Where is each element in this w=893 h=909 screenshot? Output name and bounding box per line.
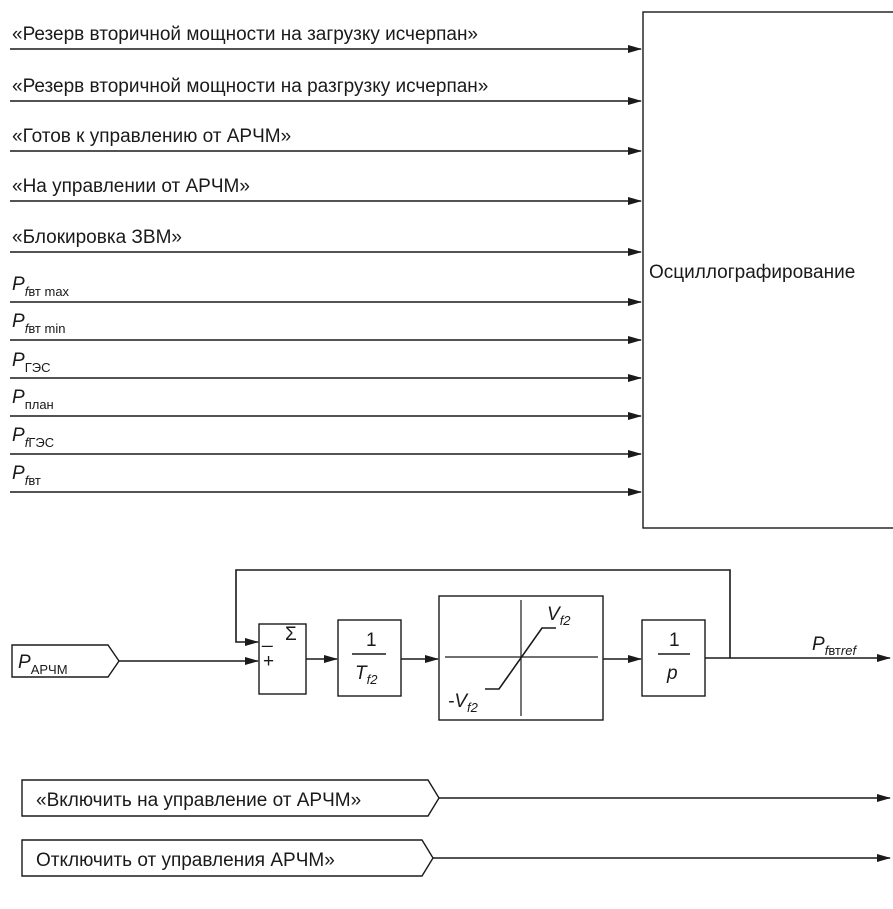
gain-block: [337, 619, 402, 697]
integrator-block: [641, 619, 706, 697]
input-label: «Резерв вторичной мощности на разгрузку …: [12, 76, 488, 97]
input-signal: Pfвт min: [10, 311, 642, 344]
summator-minus: _: [261, 627, 273, 648]
input-signal: Pfвт: [10, 463, 642, 496]
input-signal: Pfвт max: [10, 274, 642, 306]
gain-denominator: Tf2: [355, 663, 378, 687]
input-signal: «Блокировка ЗВМ»: [10, 227, 642, 256]
input-terminal-label: PАРЧМ: [18, 652, 68, 677]
input-label: PfГЭС: [12, 425, 54, 450]
integrator-denominator: p: [666, 663, 678, 684]
command-enable-terminal: [21, 779, 440, 817]
input-signal: «Резерв вторичной мощности на загрузку и…: [10, 24, 642, 53]
input-label: «Резерв вторичной мощности на загрузку и…: [12, 24, 478, 45]
input-signal: «На управлении от АРЧМ»: [10, 176, 642, 205]
command-label: «Включить на управление от АРЧМ»: [36, 790, 361, 811]
command-disable-terminal: [21, 839, 434, 877]
input-label: Pfвт max: [12, 274, 70, 299]
gain-numerator: 1: [366, 630, 377, 651]
command-label: Отключить от управления АРЧМ»: [36, 850, 335, 871]
input-label: PГЭС: [12, 350, 50, 375]
input-label: «Готов к управлению от АРЧМ»: [12, 126, 291, 147]
input-label: Pfвт: [12, 463, 41, 488]
input-label: Pfвт min: [12, 311, 65, 336]
summator-block: [258, 623, 307, 695]
summator-plus: +: [263, 651, 274, 672]
input-signal: Pплан: [10, 387, 642, 420]
output-label: Pfвтref: [812, 634, 857, 658]
oscillography-label: Осциллографирование: [649, 262, 855, 283]
input-signal: PfГЭС: [10, 425, 642, 458]
input-signal: «Резерв вторичной мощности на разгрузку …: [10, 76, 642, 105]
input-signal: «Готов к управлению от АРЧМ»: [10, 126, 642, 155]
limiter-lower-label: -Vf2: [448, 691, 479, 715]
limiter-upper-label: Vf2: [547, 604, 571, 628]
limiter-characteristic: [485, 627, 556, 690]
input-label: Pплан: [12, 387, 54, 412]
oscillography-block: [642, 11, 893, 529]
input-terminal-archm: [11, 644, 120, 678]
input-signal: PГЭС: [10, 350, 642, 382]
summator-sigma: Σ: [285, 624, 297, 645]
input-label: «Блокировка ЗВМ»: [12, 227, 182, 248]
input-label: «На управлении от АРЧМ»: [12, 176, 250, 197]
integrator-numerator: 1: [669, 630, 680, 651]
feedback-line: [235, 569, 731, 658]
